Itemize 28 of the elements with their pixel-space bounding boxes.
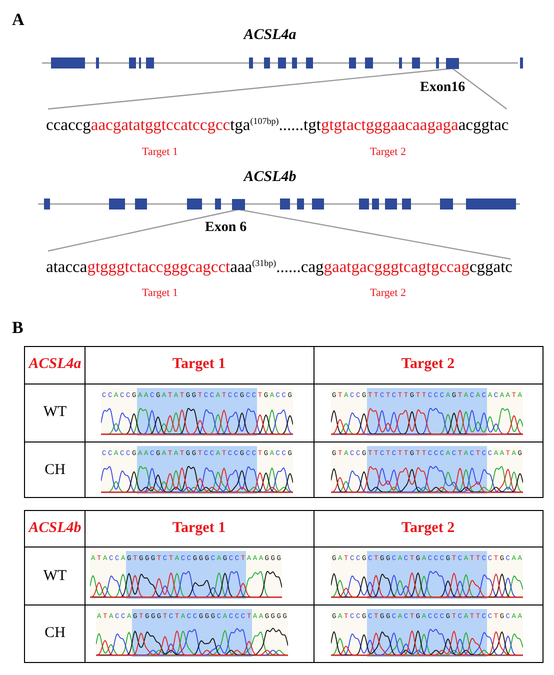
column-heading: Target 1	[172, 520, 226, 537]
target-label: Target 1	[142, 287, 178, 299]
leader-line	[48, 68, 453, 110]
exon-box	[446, 58, 459, 68]
panel-letter: A	[12, 10, 24, 30]
gene-name: ACSL4b	[244, 169, 296, 186]
exon-label: Exon16	[420, 80, 466, 96]
target-label: Target 1	[142, 146, 178, 158]
column-heading: Target 2	[401, 520, 455, 537]
leader-line	[452, 68, 508, 110]
sequence-text: ccaccgaacgatatggtccatccgcctga$^{(107bp)}$......tgtgtgtactgggaacaagagaacggtac	[46, 115, 509, 135]
target-label: Target 2	[370, 146, 406, 158]
leader-line	[238, 208, 511, 260]
gene-name: ACSL4a	[28, 356, 82, 373]
gene-name: ACSL4b	[28, 520, 82, 537]
leader-line	[48, 208, 239, 252]
exon-box	[232, 198, 245, 210]
gene-name: ACSL4a	[244, 27, 296, 44]
sequence-text: ataccagtgggtctaccgggcagcctaaa$^{(31bp)}$......caggaatgacgggtcagtgccagcggatc	[46, 257, 513, 277]
exon-label: Exon 6	[205, 220, 247, 236]
row-heading: CH	[44, 462, 66, 479]
row-heading: CH	[44, 625, 66, 642]
row-heading: WT	[43, 404, 67, 421]
target-label: Target 2	[370, 287, 406, 299]
column-heading: Target 2	[401, 356, 455, 373]
row-heading: WT	[43, 568, 67, 585]
column-heading: Target 1	[172, 356, 226, 373]
panel-letter: B	[12, 318, 24, 338]
